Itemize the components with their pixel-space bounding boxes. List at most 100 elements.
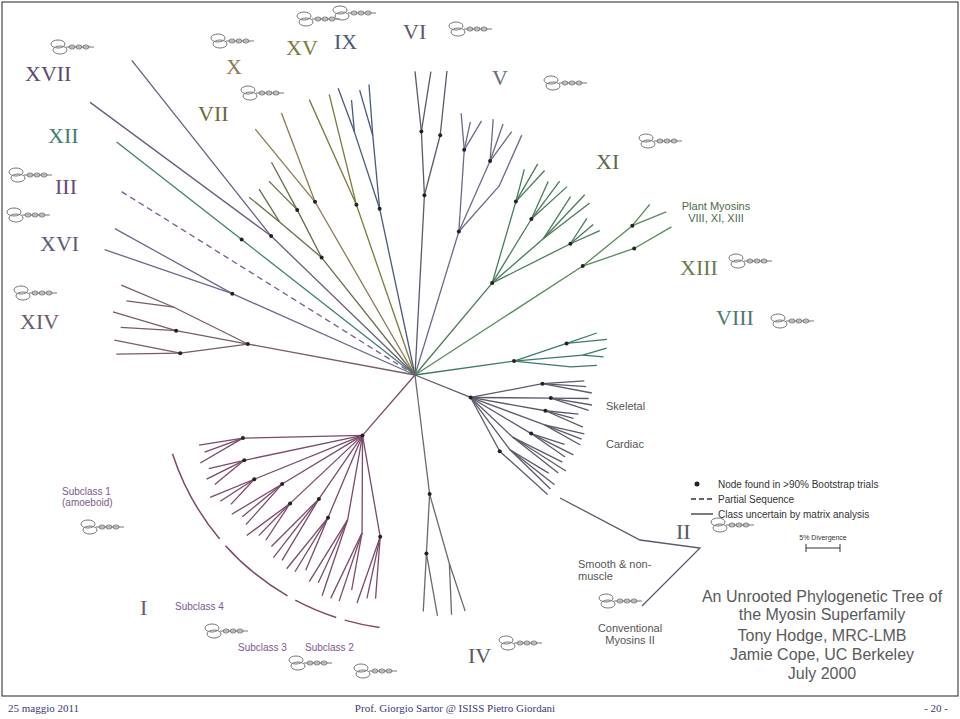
tree-branch: [117, 142, 242, 240]
tree-branch: [490, 124, 503, 161]
myosin-glyph: [729, 254, 772, 268]
tree-branch: [205, 438, 243, 452]
tree-branch: [220, 479, 254, 501]
tree-branch: [244, 435, 362, 460]
myosin-glyph: [354, 664, 397, 678]
tree-branch: [297, 210, 321, 258]
tree-branch: [266, 503, 290, 540]
tree-branch: [516, 170, 545, 201]
tree-branch: [510, 450, 549, 473]
tree-branch: [180, 344, 248, 353]
bootstrap-dot: [252, 477, 256, 481]
bootstrap-dot: [378, 207, 382, 211]
tree-branch: [512, 437, 565, 471]
bootstrap-dot: [457, 230, 461, 234]
tree-branch: [415, 266, 583, 375]
bootstrap-dot: [632, 246, 636, 250]
tree-branch: [449, 564, 451, 615]
class-numeral: X: [226, 55, 242, 79]
legend-sample: [690, 478, 714, 490]
tree-branch: [531, 181, 559, 219]
tree-branches: [90, 60, 671, 615]
bootstrap-dot: [514, 200, 518, 204]
tree-branch: [315, 202, 415, 375]
class-numeral: XVII: [25, 62, 71, 86]
group-label: Plant Myosins VIII, XI, XIII: [671, 200, 761, 224]
tree-branch: [459, 150, 464, 232]
tree-branch: [415, 361, 514, 375]
myosin-glyph: [211, 34, 254, 48]
author-line: Jamie Cope, UC Berkeley: [730, 646, 914, 664]
tree-branch: [551, 398, 592, 405]
bootstrap-dot: [419, 130, 423, 134]
tree-branch: [471, 397, 513, 437]
tree-branch: [415, 232, 459, 375]
myosin-glyph: [241, 86, 284, 100]
myosin-glyph: [639, 134, 682, 148]
bootstrap-dot: [240, 238, 244, 242]
tree-branch: [583, 348, 607, 355]
tree-branch: [545, 411, 583, 427]
tree-branch: [248, 344, 415, 375]
tree-branch: [271, 236, 415, 375]
class-numeral: I: [140, 596, 147, 620]
bootstrap-dot: [490, 281, 494, 285]
class-numeral: VI: [403, 20, 426, 44]
tree-branch: [357, 537, 380, 603]
tree-branch: [500, 451, 548, 494]
tree-branch: [634, 227, 671, 249]
tree-title: An Unrooted Phylogenetic Tree of the Myo…: [695, 588, 950, 625]
bootstrap-dot: [424, 551, 428, 555]
group-label: Cardiac: [606, 438, 644, 450]
tree-branch: [352, 533, 362, 590]
bootstrap-dot: [438, 133, 442, 137]
bootstrap-dot: [512, 359, 516, 363]
tree-branch: [542, 381, 584, 384]
bootstrap-dot: [630, 224, 634, 228]
class-numeral: V: [492, 66, 508, 90]
class-numeral: VIII: [716, 306, 754, 330]
tree-branch: [449, 564, 465, 612]
class-numeral: IV: [468, 644, 491, 668]
tree-branch: [421, 72, 431, 132]
tree-branch: [545, 425, 581, 445]
tree-branch: [583, 248, 634, 266]
tree-branch: [583, 355, 604, 357]
tree-branch: [259, 503, 290, 535]
group-label: Skeletal: [606, 400, 645, 412]
subclass-label: Subclass 2: [305, 642, 354, 653]
tree-branch: [121, 285, 174, 307]
tree-branch: [423, 553, 426, 611]
tree-branch: [551, 398, 589, 410]
class-bracket: [560, 498, 700, 606]
tree-branch: [210, 479, 254, 497]
bootstrap-dot: [242, 458, 246, 462]
legend-row: Class uncertain by matrix analysis: [690, 508, 869, 520]
tree-branch: [531, 434, 565, 457]
tree-branch: [499, 135, 522, 186]
tree-branch: [116, 353, 180, 355]
tree-branch: [490, 132, 512, 161]
bootstrap-dot: [354, 203, 358, 207]
bootstrap-dot: [568, 242, 572, 246]
legend-sample: [690, 493, 714, 505]
tree-branch: [415, 283, 492, 375]
tree-branch: [459, 186, 499, 231]
tree-branch: [309, 520, 347, 582]
tree-branch: [352, 100, 355, 132]
tree-branch: [339, 533, 362, 601]
tree-branch: [306, 518, 328, 571]
date-line: July 2000: [788, 665, 857, 683]
myosin-glyph: [51, 40, 94, 54]
tree-branch: [121, 191, 415, 375]
bootstrap-dot: [230, 292, 234, 296]
class-numeral: XIII: [680, 256, 718, 280]
tree-branch: [272, 162, 298, 210]
myosin-glyph: [7, 208, 50, 222]
bootstrap-dot: [529, 432, 533, 436]
tree-branch: [570, 224, 593, 243]
subclass-label: Subclass 4: [175, 601, 224, 612]
myosin-glyph: [499, 636, 542, 650]
footer-author: Prof. Giorgio Sartor @ ISISS Pietro Gior…: [355, 702, 555, 714]
tree-branch: [271, 499, 318, 547]
